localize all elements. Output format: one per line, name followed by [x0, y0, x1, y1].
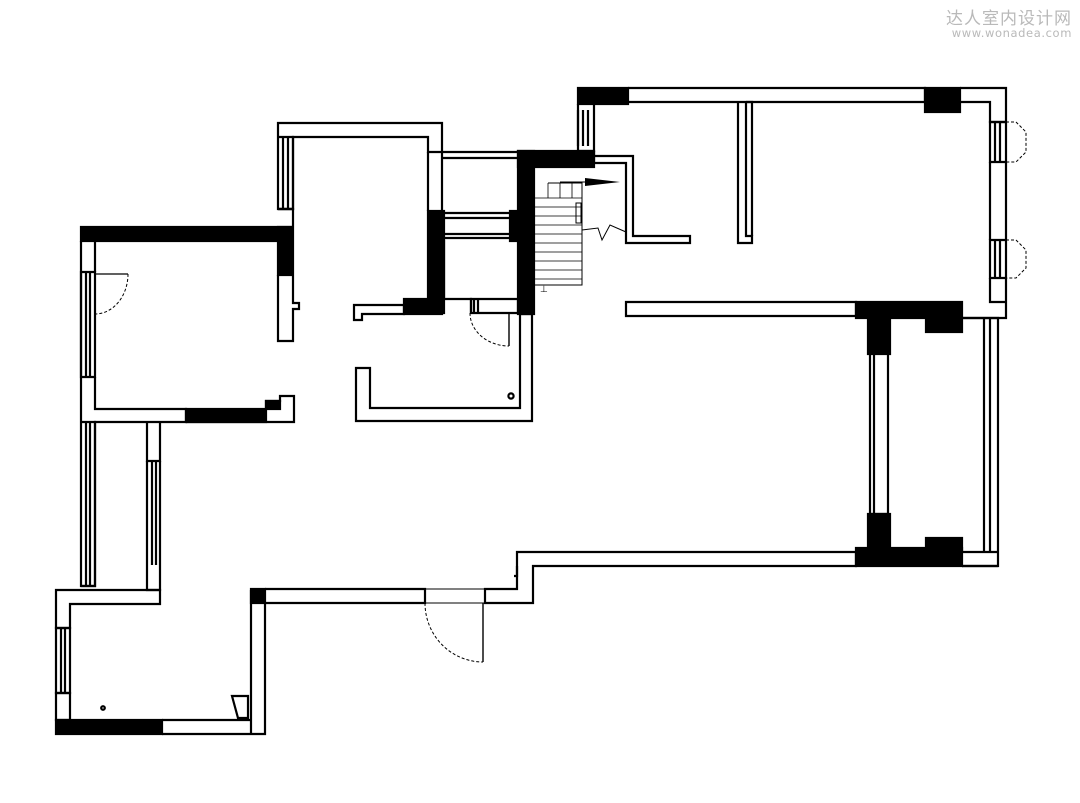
door	[469, 297, 520, 315]
wall	[54, 691, 72, 722]
column	[249, 587, 267, 605]
window	[81, 420, 97, 588]
column	[866, 512, 892, 552]
wall	[962, 316, 1000, 568]
wall	[162, 588, 267, 736]
stair-mark: ⊥	[540, 285, 548, 295]
upper-left-room	[276, 121, 522, 315]
floor-drain-icon	[507, 392, 515, 400]
wall	[483, 550, 858, 605]
wall	[516, 149, 536, 316]
wall	[265, 587, 427, 605]
column	[923, 86, 962, 114]
column	[924, 536, 964, 552]
window	[1006, 121, 1027, 163]
wall	[145, 565, 162, 592]
door-arc-icon	[424, 602, 484, 663]
window	[1006, 239, 1027, 279]
watermark-url: www.wonadea.com	[951, 26, 1072, 40]
column	[402, 297, 444, 316]
window	[79, 270, 97, 379]
watermark-site-name: 达人室内设计网	[946, 9, 1072, 29]
window	[576, 110, 590, 146]
wall	[988, 162, 1008, 240]
arrow-right-icon	[585, 178, 620, 186]
wall	[79, 225, 293, 243]
wall	[624, 300, 858, 318]
wall	[276, 121, 444, 211]
column	[426, 209, 446, 315]
left-room-door	[94, 273, 129, 315]
wall	[79, 241, 188, 588]
wall	[514, 566, 519, 578]
entry-door	[424, 588, 486, 663]
wall	[276, 227, 301, 343]
wall	[426, 152, 444, 211]
central-core: ⊥	[352, 149, 692, 423]
stair-break	[581, 224, 627, 242]
fixture	[230, 694, 250, 720]
right-wing	[483, 86, 1027, 605]
wall	[145, 422, 162, 463]
column	[276, 225, 294, 277]
wall	[962, 278, 1008, 320]
wall	[54, 718, 164, 736]
wall	[54, 588, 162, 630]
window	[988, 238, 1008, 280]
stair-handrail	[575, 202, 582, 224]
window	[988, 120, 1008, 164]
stair-outline	[533, 167, 583, 286]
wall	[628, 86, 927, 104]
wall	[278, 207, 295, 227]
wall	[594, 154, 692, 245]
column	[854, 300, 964, 320]
wall	[516, 149, 596, 169]
wall	[962, 550, 998, 568]
window	[868, 354, 890, 516]
column	[924, 316, 964, 334]
window	[145, 461, 162, 565]
door	[424, 588, 486, 604]
window	[278, 135, 295, 211]
wall	[576, 104, 596, 153]
window	[442, 150, 518, 160]
wall	[354, 312, 534, 423]
door-arc-icon	[469, 312, 510, 347]
window	[54, 626, 72, 695]
stair-treads	[534, 183, 582, 280]
wall	[352, 303, 406, 322]
wall	[736, 102, 754, 245]
column	[866, 316, 892, 356]
wall	[960, 86, 1008, 124]
floor-drain-icon	[100, 705, 106, 711]
window	[444, 211, 510, 240]
wall	[442, 240, 473, 313]
column	[264, 399, 282, 411]
door-arc-icon	[94, 273, 129, 315]
column	[576, 86, 630, 106]
wall	[746, 100, 754, 236]
left-wing-walls	[54, 225, 427, 736]
wall	[184, 407, 268, 424]
